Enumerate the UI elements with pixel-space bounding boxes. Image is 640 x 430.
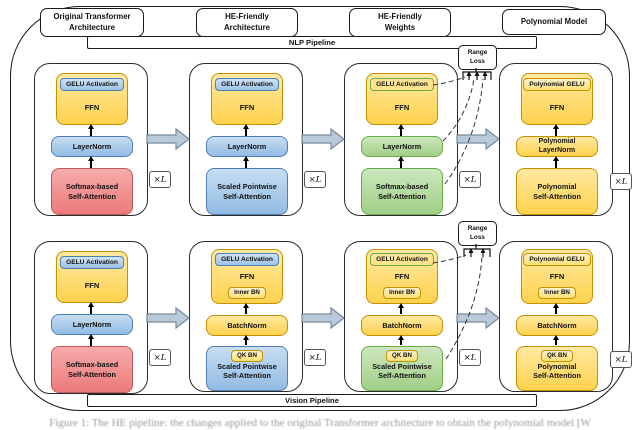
ffn-label: FFN xyxy=(84,102,100,112)
up-arrow-icon xyxy=(242,124,250,136)
gelu-activation-pill: GELU Activation xyxy=(60,78,124,92)
gelu-activation-pill: GELU Activation xyxy=(370,78,434,92)
up-arrow-icon xyxy=(87,334,95,346)
self-attention-block: Scaled Pointwise Self-Attention xyxy=(206,168,288,215)
norm-block: BatchNorm xyxy=(206,315,288,336)
gelu-activation-pill: GELU Activation xyxy=(60,256,124,270)
up-arrow-icon xyxy=(87,156,95,168)
up-arrow-icon xyxy=(242,335,250,345)
stage-vision-he-friendly-weights: GELU Activation FFN Inner BN BatchNorm Q… xyxy=(344,241,458,392)
self-attention-block: Softmax-based Self-Attention xyxy=(51,168,133,215)
stage-vision-polynomial-model: Polynomial GELU FFN Inner BN BatchNorm Q… xyxy=(499,241,613,392)
inner-bn-pill: Inner BN xyxy=(228,287,266,299)
repeat-times-l-badge: ×L xyxy=(304,349,326,366)
up-arrow-icon xyxy=(552,303,560,314)
repeat-times-l-badge: ×L xyxy=(149,349,171,366)
ffn-block: GELU Activation FFN Inner BN xyxy=(366,249,438,304)
ffn-block: Polynomial GELU FFN Inner BN xyxy=(521,249,593,304)
polynomial-gelu-pill: Polynomial GELU xyxy=(523,78,591,92)
ffn-label: FFN xyxy=(394,102,410,112)
figure-caption: Figure 1: The HE pipeline: the changes a… xyxy=(49,417,591,429)
up-arrow-icon xyxy=(397,335,405,345)
ffn-block: Polynomial GELU FFN xyxy=(521,73,593,125)
self-attention-block: QK BN Scaled Pointwise Self-Attention xyxy=(206,346,288,391)
nlp-pipeline-bar: NLP Pipeline xyxy=(87,36,537,49)
stage-nlp-polynomial-model: Polynomial GELU FFN Polynomial LayerNorm… xyxy=(499,63,613,216)
up-arrow-icon xyxy=(242,303,250,314)
diagram-outer-frame xyxy=(10,6,630,411)
gelu-activation-pill: GELU Activation xyxy=(215,78,279,92)
up-arrow-icon xyxy=(552,335,560,345)
self-attention-block: Polynomial Self-Attention xyxy=(516,168,598,215)
header-he-friendly-weights: HE-Friendly Weights xyxy=(349,8,451,37)
stage-vision-original-transformer: GELU Activation FFN LayerNorm Softmax-ba… xyxy=(34,241,148,394)
ffn-block: GELU Activation FFN xyxy=(366,73,438,125)
self-attention-label: Scaled Pointwise Self-Attention xyxy=(217,361,277,380)
norm-block: LayerNorm xyxy=(51,136,133,157)
up-arrow-icon xyxy=(87,302,95,314)
repeat-times-l-badge: ×L xyxy=(610,351,632,368)
self-attention-block: Softmax-based Self-Attention xyxy=(51,346,133,393)
stage-nlp-he-friendly-architecture: GELU Activation FFN LayerNorm Scaled Poi… xyxy=(189,63,303,216)
self-attention-label: Polynomial Self-Attention xyxy=(533,361,581,380)
up-arrow-icon xyxy=(87,124,95,136)
repeat-times-l-badge: ×L xyxy=(149,171,171,188)
ffn-block: GELU Activation FFN xyxy=(211,73,283,125)
gelu-activation-pill: GELU Activation xyxy=(370,253,434,267)
qk-bn-pill: QK BN xyxy=(541,350,573,362)
self-attention-label: Scaled Pointwise Self-Attention xyxy=(372,361,432,380)
up-arrow-icon xyxy=(552,124,560,136)
up-arrow-icon xyxy=(397,156,405,168)
repeat-times-l-badge: ×L xyxy=(610,173,632,190)
ffn-label: FFN xyxy=(84,280,100,290)
norm-block: BatchNorm xyxy=(361,315,443,336)
norm-block: LayerNorm xyxy=(361,136,443,157)
norm-block: Polynomial LayerNorm xyxy=(516,136,598,157)
vision-pipeline-bar: Vision Pipeline xyxy=(87,394,537,407)
header-polynomial-model: Polynomial Model xyxy=(502,9,606,35)
inner-bn-pill: Inner BN xyxy=(383,287,421,299)
ffn-label: FFN xyxy=(239,102,255,112)
up-arrow-icon xyxy=(397,303,405,314)
ffn-label: FFN xyxy=(549,272,565,282)
ffn-label: FFN xyxy=(549,102,565,112)
range-loss-box-vision: Range Loss xyxy=(458,221,497,246)
stage-nlp-original-transformer: GELU Activation FFN LayerNorm Softmax-ba… xyxy=(34,63,148,216)
ffn-block: GELU Activation FFN xyxy=(56,73,128,125)
norm-block: LayerNorm xyxy=(206,136,288,157)
range-loss-box-nlp: Range Loss xyxy=(458,45,497,70)
self-attention-block: Softmax-based Self-Attention xyxy=(361,168,443,215)
stage-vision-he-friendly-architecture: GELU Activation FFN Inner BN BatchNorm Q… xyxy=(189,241,303,392)
ffn-block: GELU Activation FFN Inner BN xyxy=(211,249,283,304)
repeat-times-l-badge: ×L xyxy=(459,171,481,188)
stage-nlp-he-friendly-weights: GELU Activation FFN LayerNorm Softmax-ba… xyxy=(344,63,458,216)
ffn-label: FFN xyxy=(239,272,255,282)
header-original-transformer: Original Transformer Architecture xyxy=(40,8,144,37)
self-attention-block: QK BN Scaled Pointwise Self-Attention xyxy=(361,346,443,391)
up-arrow-icon xyxy=(397,124,405,136)
ffn-block: GELU Activation FFN xyxy=(56,251,128,303)
up-arrow-icon xyxy=(242,156,250,168)
ffn-label: FFN xyxy=(394,272,410,282)
up-arrow-icon xyxy=(552,156,560,168)
norm-block: BatchNorm xyxy=(516,315,598,336)
inner-bn-pill: Inner BN xyxy=(538,287,576,299)
repeat-times-l-badge: ×L xyxy=(459,349,481,366)
self-attention-block: QK BN Polynomial Self-Attention xyxy=(516,346,598,391)
qk-bn-pill: QK BN xyxy=(386,350,418,362)
qk-bn-pill: QK BN xyxy=(231,350,263,362)
norm-block: LayerNorm xyxy=(51,314,133,335)
polynomial-gelu-pill: Polynomial GELU xyxy=(523,253,591,267)
repeat-times-l-badge: ×L xyxy=(304,171,326,188)
gelu-activation-pill: GELU Activation xyxy=(215,253,279,267)
header-he-friendly-architecture: HE-Friendly Architecture xyxy=(196,8,298,37)
